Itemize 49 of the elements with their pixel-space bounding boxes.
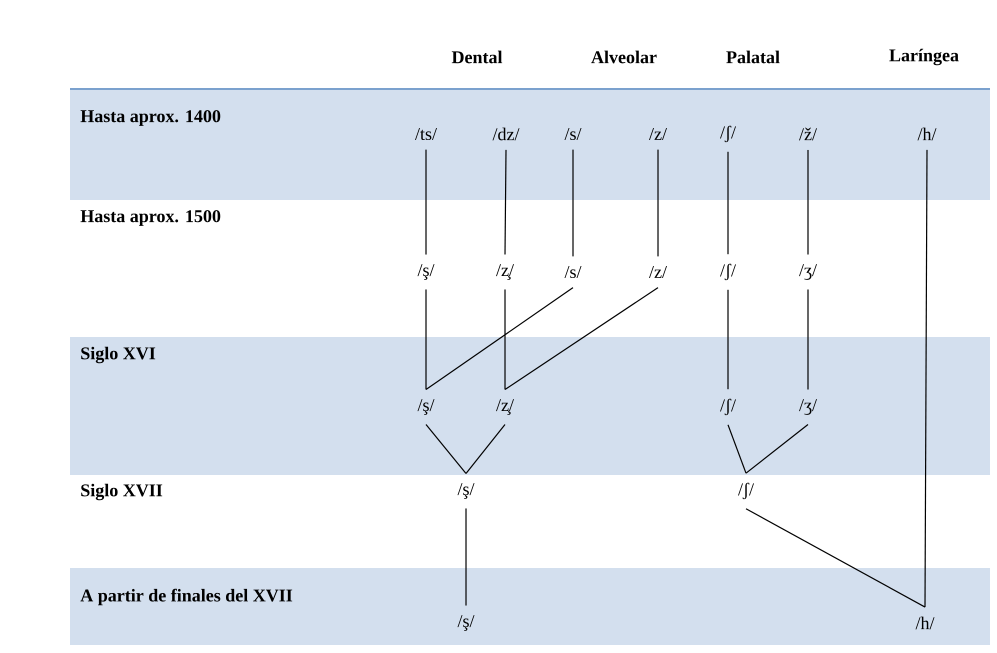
phoneme: /z/ [649, 128, 667, 140]
phoneme: /s/ [564, 128, 582, 140]
phoneme: /ts/ [415, 128, 437, 140]
phoneme: /z̧/ [496, 264, 514, 280]
connector-line [425, 289, 427, 390]
connector-line [807, 150, 809, 255]
phoneme: /ʃ/ [720, 398, 736, 416]
connector-line [426, 287, 574, 390]
phoneme: /ž/ [799, 128, 817, 140]
connector-line [807, 289, 809, 390]
row-header: Siglo XVII [81, 484, 162, 500]
connector-line [746, 508, 926, 608]
column-header: Alveolar [591, 50, 657, 64]
phoneme: /h/ [916, 616, 934, 630]
phoneme: /ş/ [418, 264, 434, 280]
phoneme: /s/ [564, 266, 582, 278]
row-header: Hasta aprox. 1500 [80, 210, 220, 226]
connector-line [465, 508, 467, 606]
phoneme: /z/ [649, 266, 667, 278]
phoneme: /ş/ [418, 399, 434, 415]
connector-line [746, 424, 808, 474]
phoneme: /ʃ/ [720, 264, 736, 280]
connector-line [466, 424, 506, 474]
phoneme: /ʃ/ [738, 482, 754, 500]
row-header: Siglo XVI [81, 346, 156, 364]
row-header: Hasta aprox. 1400 [80, 110, 220, 126]
phoneme: /h/ [918, 128, 936, 140]
phoneme: /ʒ/ [799, 399, 817, 415]
phoneme: /dz/ [492, 128, 520, 140]
connector-line [504, 150, 507, 255]
connector-line [504, 289, 506, 390]
connector-line [572, 150, 574, 256]
phoneme: /ş/ [458, 615, 474, 631]
phoneme: /ş/ [458, 483, 474, 499]
connector-line [727, 152, 729, 254]
connector-line [727, 424, 747, 474]
connector-line [504, 287, 658, 390]
row-header: A partir de finales del XVII [80, 588, 292, 606]
connector-line [425, 150, 427, 255]
connector-line [727, 290, 729, 390]
column-header: Palatal [726, 50, 780, 64]
connector-line [924, 150, 928, 608]
connector-line [426, 424, 466, 474]
phoneme: /ʒ/ [799, 264, 817, 280]
column-header: Laríngea [889, 48, 959, 66]
phoneme: /ʃ/ [720, 126, 736, 142]
connector-line [657, 150, 659, 256]
column-header: Dental [452, 50, 502, 64]
phoneme: /z̧/ [496, 399, 514, 415]
